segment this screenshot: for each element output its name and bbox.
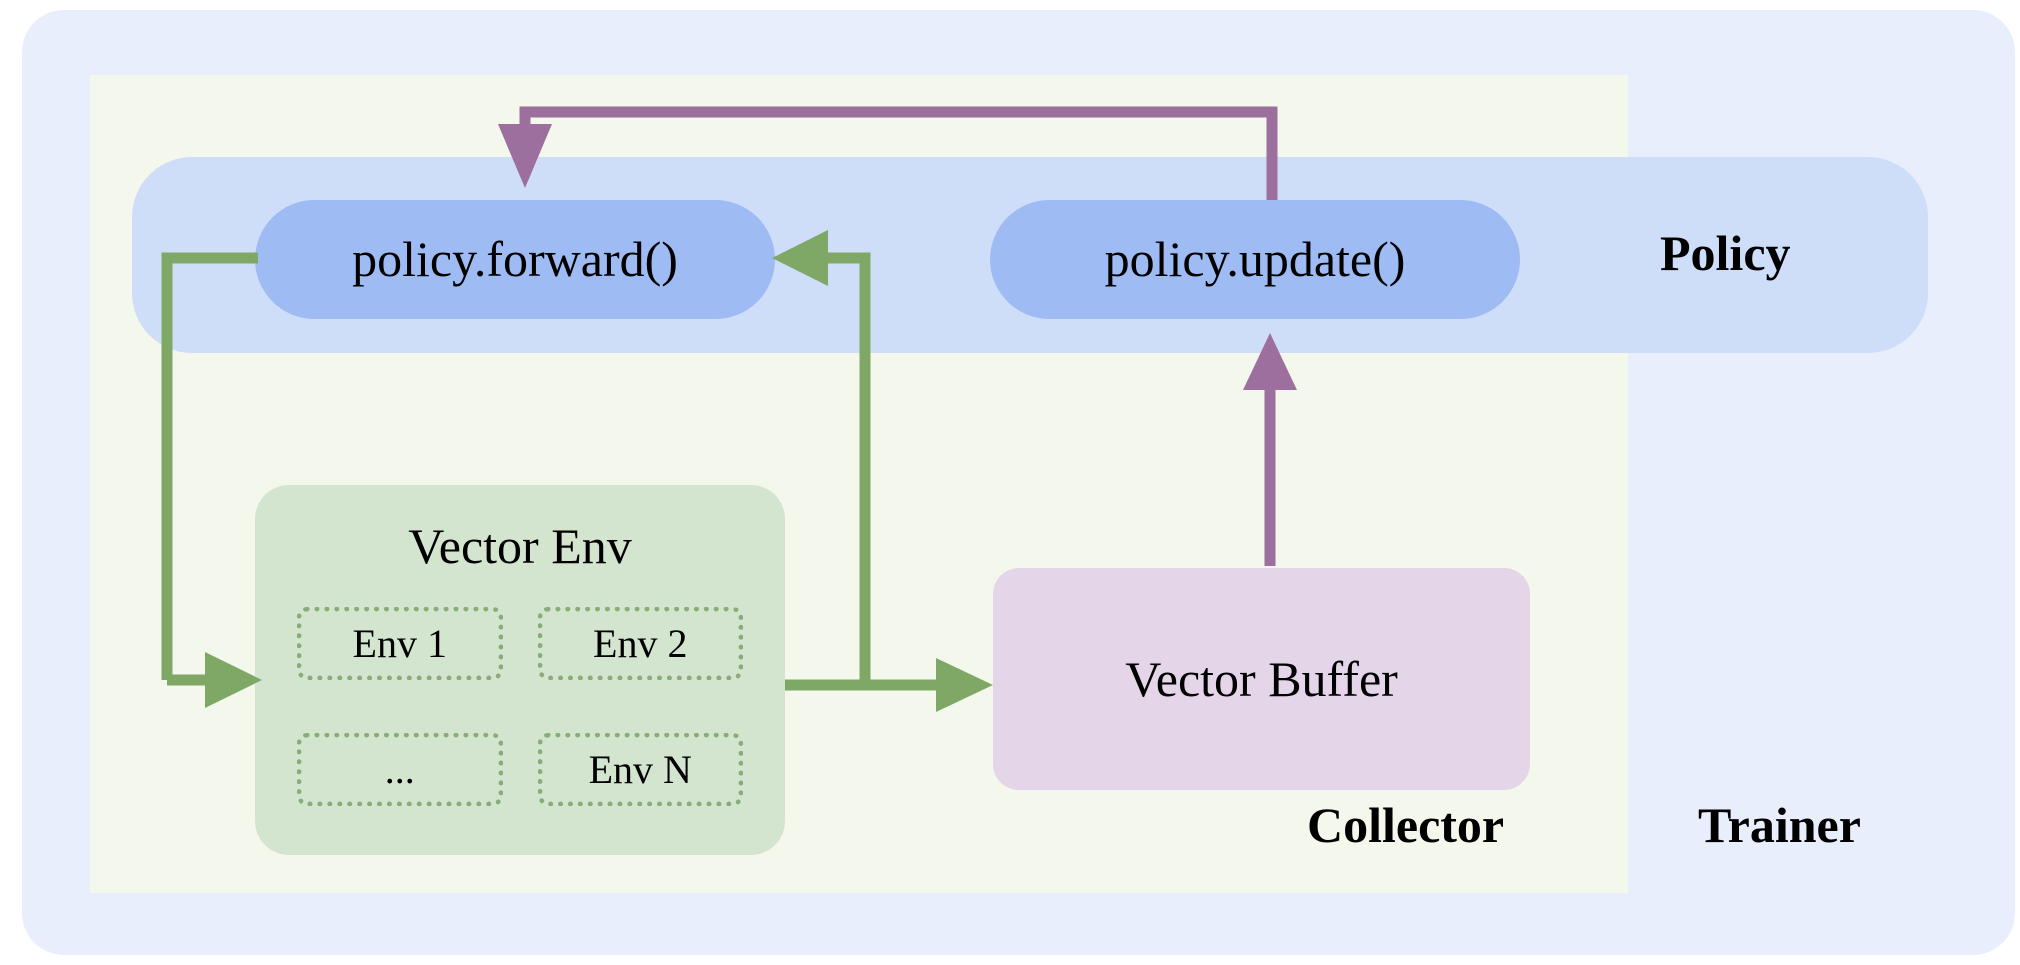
node-vector-buffer-label: Vector Buffer xyxy=(1125,650,1398,707)
env-cell-n-label: Env N xyxy=(588,746,692,792)
node-vector-env[interactable]: Vector Env Env 1 Env 2 ... Env N xyxy=(255,485,785,855)
env-cell-1-label: Env 1 xyxy=(352,620,447,666)
policy-group-label: Policy xyxy=(1660,225,1791,281)
env-cell-1[interactable]: Env 1 xyxy=(297,607,503,680)
env-cell-ellipsis[interactable]: ... xyxy=(297,733,503,806)
env-cell-ellipsis-label: ... xyxy=(384,746,415,792)
node-vector-buffer[interactable]: Vector Buffer xyxy=(993,568,1530,790)
trainer-group-label: Trainer xyxy=(1698,797,1861,853)
collector-group-label: Collector xyxy=(1307,797,1505,853)
node-policy-update[interactable]: policy.update() xyxy=(990,200,1520,319)
env-cell-n[interactable]: Env N xyxy=(537,733,743,806)
node-vector-env-label: Vector Env xyxy=(408,518,632,574)
node-policy-forward[interactable]: policy.forward() xyxy=(255,200,775,319)
env-cell-2-label: Env 2 xyxy=(593,620,688,666)
env-cell-2[interactable]: Env 2 xyxy=(537,607,743,680)
env-grid: Env 1 Env 2 ... Env N xyxy=(297,607,743,806)
node-policy-update-label: policy.update() xyxy=(1104,231,1406,288)
node-policy-forward-label: policy.forward() xyxy=(352,231,678,288)
